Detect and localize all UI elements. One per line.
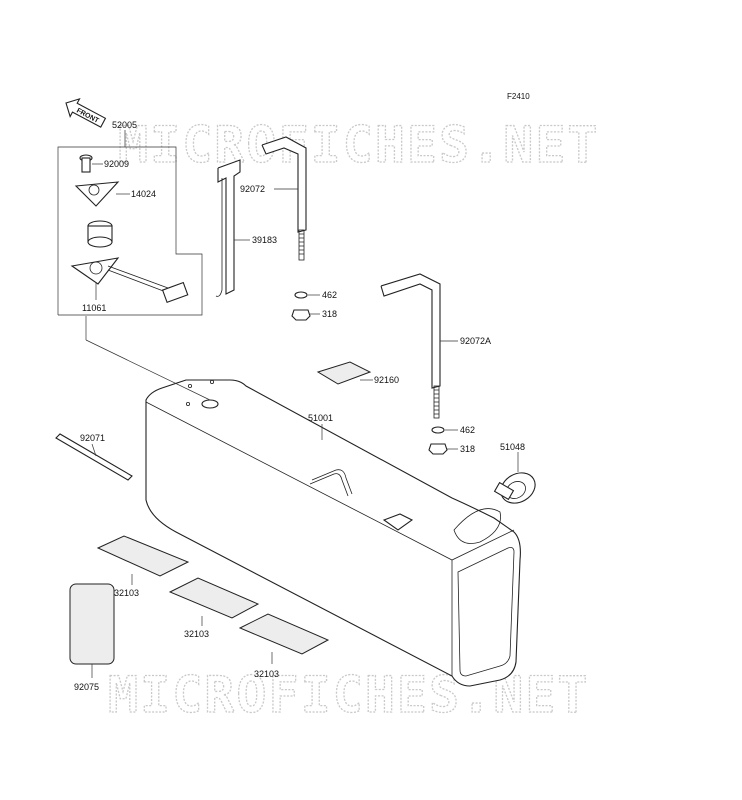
washer-462-lower [431,426,458,434]
label-39183: 39183 [252,235,277,245]
rubber-pad-32103-c [238,613,330,664]
gasket-14024 [74,181,130,207]
label-92072a: 92072A [460,336,491,346]
nut-318-upper [291,309,320,321]
pad-92160 [316,361,373,385]
label-318-upper: 318 [322,309,337,319]
label-92075: 92075 [74,682,99,692]
label-462-lower: 462 [460,425,475,435]
fuel-sender-unit-11061 [70,220,189,304]
label-318-lower: 318 [460,444,475,454]
pad-92075 [69,583,115,678]
fuel-tank-51001 [145,379,521,687]
fuel-cap-51048 [493,452,536,504]
tank-strap-92072a [380,273,458,419]
nut-318-lower [428,443,458,455]
rubber-pad-32103-a [96,535,190,585]
label-32103-b: 32103 [184,629,209,639]
sender-unit-assembly-frame [57,130,203,316]
bolt-92009 [79,154,103,173]
leader-sender-to-tank-b [85,339,211,401]
bracket-39183 [215,159,250,297]
label-32103-a: 32103 [114,588,139,598]
label-92071: 92071 [80,433,105,443]
front-arrow-icon: FRONT [65,97,107,128]
label-92160: 92160 [374,375,399,385]
rubber-pad-32103-b [168,577,260,626]
label-462-upper: 462 [322,290,337,300]
washer-462-upper [294,291,320,299]
label-32103-c: 32103 [254,669,279,679]
label-51001: 51001 [308,413,333,423]
label-92009: 92009 [104,159,129,169]
label-51048: 51048 [500,442,525,452]
watermark-bottom: MICROFICHES.NET [108,666,590,724]
watermark-top: MICROFICHES.NET [118,116,600,174]
label-11061: 11061 [82,303,106,313]
label-52005: 52005 [112,120,137,130]
band-92071 [55,433,133,481]
figure-code: F2410 [507,92,530,101]
label-14024: 14024 [131,189,156,199]
label-92072: 92072 [240,184,265,194]
tank-strap-92072 [261,136,307,261]
